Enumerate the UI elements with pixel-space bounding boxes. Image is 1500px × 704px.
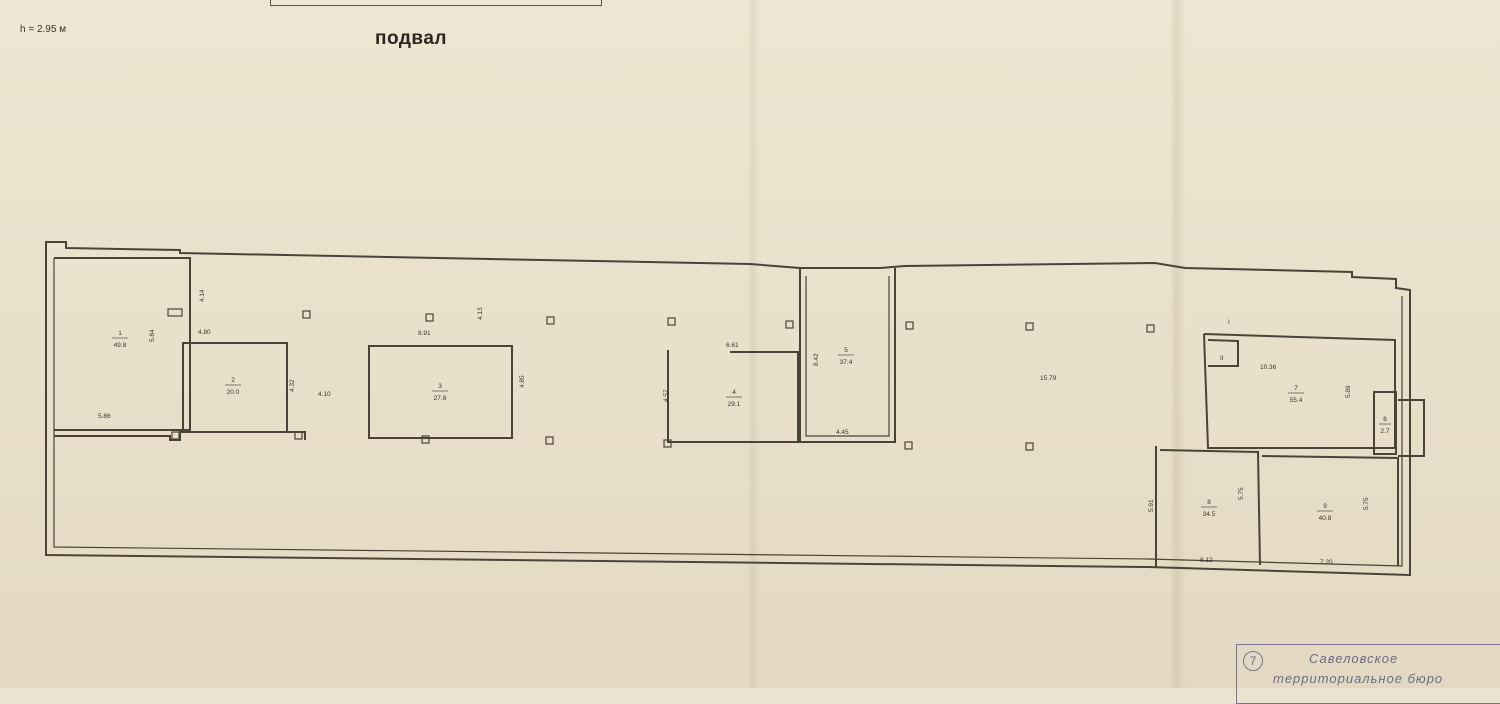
column [1025,322,1034,331]
dimension-label: 4.32 [289,379,296,392]
dimension-label: 4.85 [519,375,526,388]
stamp-number: 7 [1243,651,1263,671]
column [663,439,672,448]
room-label-3: 3 27.6 [432,383,448,402]
room-label-7: 7 55.4 [1288,385,1304,404]
column [167,308,183,317]
room-label-8: 8 34.5 [1201,499,1217,518]
outer-wall [45,241,1411,577]
room-number: 1 [118,330,122,337]
room-label-4: 4 29.1 [726,389,742,408]
room-number: 4 [732,389,736,396]
dimension-label: 5.75 [1238,487,1245,500]
stamp-line-1: Савеловское [1309,651,1399,666]
column [545,436,554,445]
room-area: 34.5 [1203,511,1216,518]
room-number: 3 [438,383,442,390]
room-area: 2.7 [1380,428,1389,435]
room-5-wall [799,268,896,443]
dimension-label: 5.75 [1363,497,1370,510]
dimension-label: 8.12 [1200,557,1213,564]
room-number: 5 [844,347,848,354]
room-9-wall [1261,455,1399,566]
column [546,316,555,325]
dimension-label: 6.61 [726,342,739,349]
dimension-label: 5.86 [98,413,111,420]
column [1025,442,1034,451]
stair-wall [1207,339,1239,367]
ceiling-height-label: h = 2.95 м [20,24,67,35]
room-area: 20.0 [227,389,240,396]
column [425,313,434,322]
dimension-label: 8.42 [813,353,820,366]
dimension-label: 4.80 [198,329,211,336]
column [421,435,430,444]
room-label-2: 2 20.0 [225,377,241,396]
entrance-marker-i: I [1228,319,1230,326]
room-area: 55.4 [1290,397,1303,404]
balcony-wall [1398,399,1425,457]
room-number: 6 [1383,416,1387,423]
bureau-stamp: 7 Савеловское территориальное бюро [1236,644,1500,704]
room-label-6: 6 2.7 [1379,416,1391,435]
dimension-label: 5.91 [1148,499,1155,512]
dimension-label: 8.91 [418,330,431,337]
room-label-5: 5 37.4 [838,347,854,366]
room-number: 8 [1207,499,1211,506]
column [904,441,913,450]
dimension-label: 7.20 [1320,559,1333,566]
dimension-label: 4.13 [477,307,484,320]
stamp-line-2: территориальное бюро [1273,671,1444,686]
column [667,317,676,326]
column [785,320,794,329]
corridor-wall [54,431,306,441]
dimension-label: 5.89 [1345,385,1352,398]
room-area: 27.6 [434,395,447,402]
column [171,431,180,440]
floor-plan: 4.14 4.80 8.91 4.13 5.84 4.32 4.10 4.85 … [45,241,1425,577]
room-number: 2 [231,377,235,384]
room-area: 37.4 [840,359,853,366]
dimension-label: 5.84 [149,329,156,342]
dimension-label: 4.14 [199,289,206,302]
room-label-1: 1 49.8 [112,330,128,349]
room-3-wall [368,345,513,439]
room-4-wall [667,350,799,443]
dimension-label: 4.45 [836,429,849,436]
outer-wall-inner [53,258,1403,567]
room-area: 40.8 [1319,515,1332,522]
room-2-wall [182,342,288,433]
room-area: 49.8 [114,342,127,349]
column [294,431,303,440]
room-6-wall [1373,391,1397,455]
dimension-label: 10.36 [1260,364,1277,371]
floor-title: подвал [375,28,447,49]
room-5-inner-wall [805,276,890,437]
room-label-9: 9 40.8 [1317,503,1333,522]
room-7-wall [1203,333,1396,449]
room-number: 9 [1323,503,1327,510]
room-area: 29.1 [728,401,741,408]
column [1146,324,1155,333]
column [905,321,914,330]
entrance-marker-ii: II [1220,355,1224,362]
dimension-label: 4.57 [663,389,670,402]
room-8-wall [1155,446,1261,567]
dimension-label: 15.79 [1040,375,1057,382]
column [302,310,311,319]
room-number: 7 [1294,385,1298,392]
title-block-frame [270,0,602,6]
dimension-label: 4.10 [318,391,331,398]
